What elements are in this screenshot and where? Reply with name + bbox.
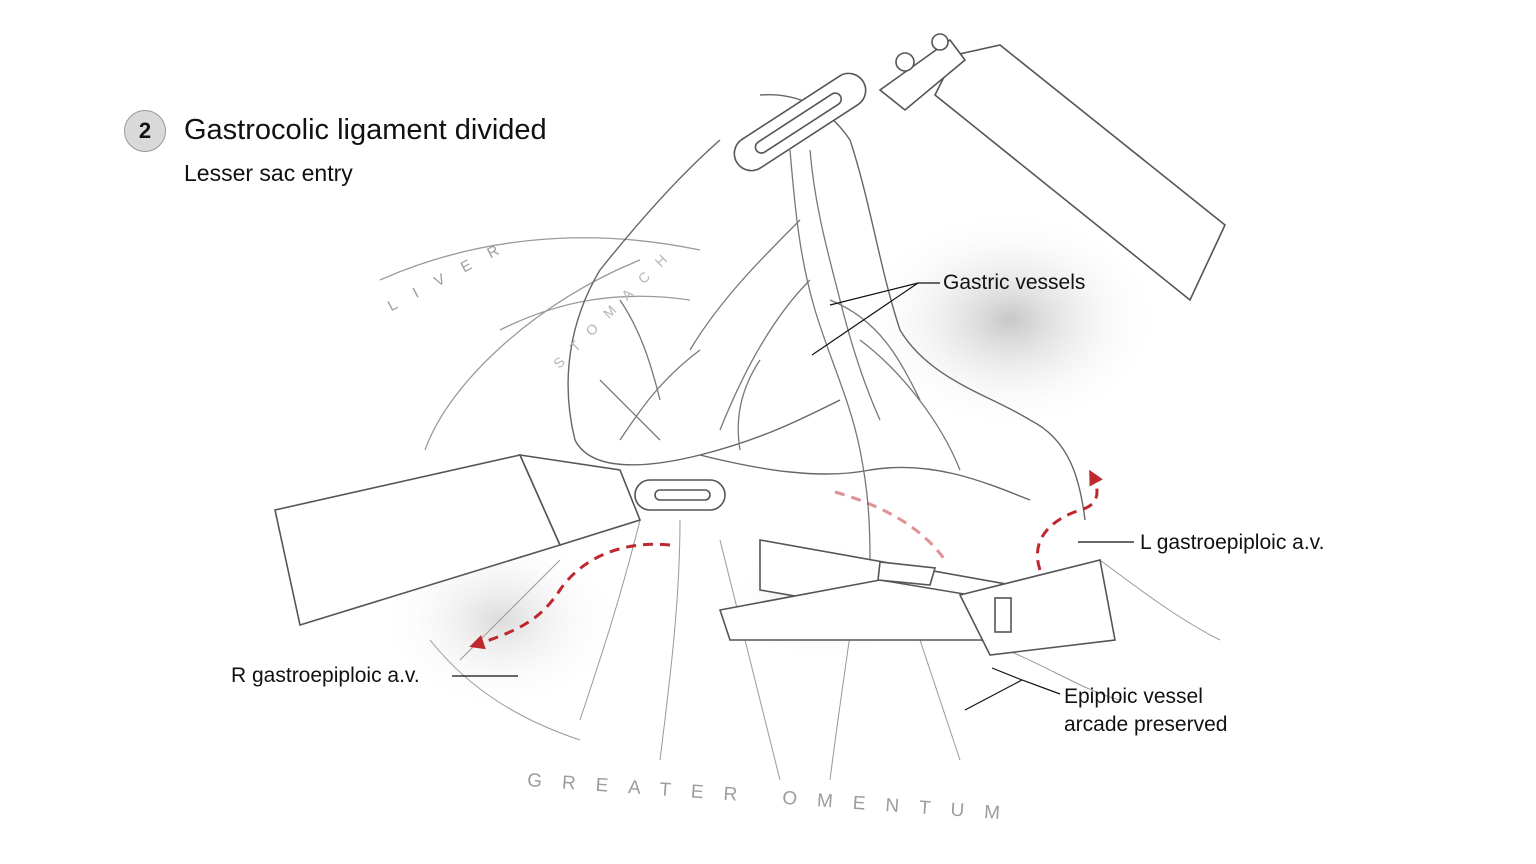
step-subtitle: Lesser sac entry	[184, 160, 353, 186]
left-grasper-instrument	[274, 453, 726, 627]
label-r-gastroepiploic: R gastroepiploic a.v.	[231, 664, 420, 687]
arrow-left-dissection	[469, 542, 671, 650]
dissection-direction-arrows	[469, 469, 1103, 650]
gastric-vessel-network	[599, 149, 961, 561]
leader-epiploic-branch	[964, 679, 1023, 711]
stomach	[567, 93, 1086, 521]
upper-grasper-instrument	[733, 33, 1226, 302]
shadow-right-cavity	[860, 210, 1160, 430]
omentum-strands	[429, 519, 1221, 781]
label-l-gastroepiploic: L gastroepiploic a.v.	[1140, 531, 1325, 554]
label-epiploic-arcade: Epiploic vessel arcade preserved	[1064, 683, 1227, 739]
arrow-right-dissection	[1035, 469, 1103, 571]
label-epiploic-line1: Epiploic vessel	[1064, 685, 1203, 708]
stapler-instrument	[718, 539, 1116, 656]
leader-gastric-vessels-branch	[811, 282, 919, 356]
step-number-badge: 2	[124, 110, 166, 152]
label-epiploic-line2: arcade preserved	[1064, 713, 1228, 736]
label-gastric-vessels: Gastric vessels	[943, 271, 1086, 294]
liver-outline	[379, 237, 701, 451]
callout-leaders	[452, 282, 1134, 711]
step-title: Gastrocolic ligament divided	[184, 114, 547, 146]
